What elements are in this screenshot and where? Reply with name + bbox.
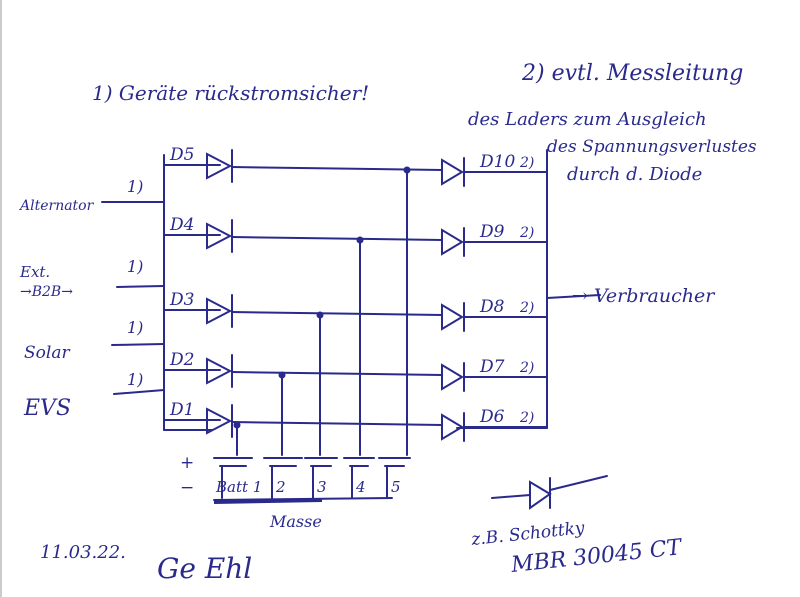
input-label-2: →B2B→ [20, 284, 73, 300]
note-2-line-2: des Laders zum Ausgleich [468, 109, 707, 130]
footnote-marker: 1) [127, 318, 143, 337]
right-diode-icon [441, 303, 464, 331]
left-diode-label: D4 [169, 215, 194, 235]
input-alternator: Alternator 1) [18, 177, 165, 214]
diode-row: D3 D8 2) [163, 290, 548, 456]
footnote-marker: 2) [519, 155, 534, 171]
right-diode-icon [441, 363, 464, 391]
input-label: EVS [23, 396, 71, 421]
right-diode-icon [441, 413, 464, 441]
input-ext-b2b: Ext. →B2B→ 1) [19, 257, 165, 300]
battery-1: Batt 1 [213, 457, 262, 499]
footnote-marker: 2) [519, 410, 534, 426]
footnote-marker: 1) [127, 257, 143, 276]
diode-row: D4 D9 2) [163, 215, 548, 456]
date: 11.03.22. [40, 542, 126, 563]
note-1: 1) Geräte rückstromsicher! [92, 81, 369, 105]
ground-label: Masse [269, 512, 322, 531]
input-label: Solar [24, 343, 70, 363]
left-diode-icon [206, 407, 233, 435]
right-diode-icon [441, 158, 464, 186]
input-evs: EVS 1) [23, 370, 165, 421]
battery-label: 2 [275, 478, 286, 496]
battery-label: Batt 1 [215, 478, 262, 496]
note-2-line-3: des Spannungsverlustes [547, 137, 757, 157]
battery-2: 2 [263, 457, 303, 499]
battery-label: 5 [391, 478, 401, 496]
left-diode-label: D5 [169, 145, 194, 165]
right-diode-label: D6 [479, 407, 505, 427]
plus-sign: + [180, 453, 194, 473]
footnote-marker: 2) [519, 300, 534, 316]
input-solar: Solar 1) [24, 318, 165, 363]
battery-4: 4 [343, 457, 375, 499]
right-diode-label: D8 [479, 297, 505, 317]
output-label: → Verbraucher [572, 285, 716, 307]
right-diode-label: D10 [479, 152, 515, 172]
diode-row: D2 D7 2) [163, 350, 548, 456]
note-2-line-1: 2) evtl. Messleitung [521, 61, 743, 86]
battery-5: 5 [378, 457, 411, 499]
part-note: z.B. Schottky [469, 518, 585, 550]
diode-row: D1 D6 2) [163, 400, 548, 456]
schottky-diode-symbol [491, 475, 608, 510]
input-label: Alternator [18, 198, 95, 214]
left-diode-label: D3 [169, 290, 194, 310]
left-diode-label: D2 [169, 350, 194, 370]
ground-bar [213, 498, 323, 504]
left-diode-icon [206, 152, 233, 180]
input-label: Ext. [19, 263, 50, 281]
left-diode-icon [206, 357, 233, 385]
footnote-marker: 1) [127, 370, 143, 389]
battery-label: 4 [355, 478, 366, 496]
left-diode-icon [206, 222, 233, 250]
battery-label: 3 [317, 478, 327, 496]
ground-line [213, 497, 393, 501]
footnote-marker: 2) [519, 225, 534, 241]
signature: Ge Ehl [157, 552, 252, 585]
right-diode-icon [441, 228, 464, 256]
right-diode-label: D7 [479, 357, 505, 377]
note-2-line-4: durch d. Diode [567, 164, 702, 185]
left-diode-label: D1 [169, 400, 194, 420]
left-diode-icon [206, 297, 233, 325]
battery-bank: + − Batt 1 2 3 4 5 Masse [180, 453, 411, 531]
footnote-marker: 2) [519, 360, 534, 376]
output-line [546, 294, 601, 299]
battery-3: 3 [304, 457, 338, 499]
footnote-marker: 1) [127, 177, 143, 196]
minus-sign: − [180, 478, 194, 498]
right-diode-label: D9 [479, 222, 505, 242]
